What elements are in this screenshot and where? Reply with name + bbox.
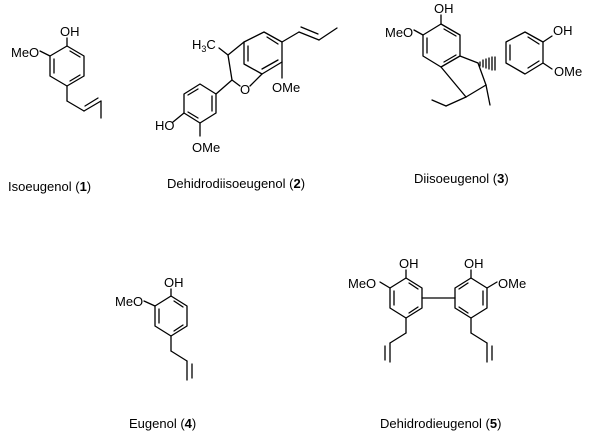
methyl-label: H3C <box>192 37 216 54</box>
cyclopentane-bond <box>465 84 487 98</box>
hashed-wedge-bond <box>479 56 496 71</box>
methoxy-label: OMe <box>498 276 526 291</box>
chain-double-bond <box>83 100 102 112</box>
ring-double-bond <box>187 111 199 119</box>
ring-double-bond <box>261 59 279 70</box>
benzene-ring <box>422 23 461 68</box>
hydroxyl-label: OH <box>553 23 573 38</box>
ring-double-bond <box>187 88 199 96</box>
methoxy-label: MeO <box>348 276 376 291</box>
furan-bond <box>249 73 263 87</box>
benzene-ring <box>505 31 544 75</box>
ring-double-bond <box>458 306 469 314</box>
ring-double-bond <box>527 36 540 45</box>
ring-double-bond <box>408 282 419 290</box>
benzene-ring <box>454 277 488 319</box>
methoxy-bond <box>413 29 424 36</box>
allyl-bond <box>470 332 488 344</box>
methoxy-label: OMe <box>272 80 300 95</box>
methoxy-bond <box>39 50 51 57</box>
hydroxyl-label: OH <box>60 24 80 39</box>
ring-double-bond <box>458 282 469 290</box>
hydroxyl-label: HO <box>155 118 175 133</box>
methoxy-bond <box>143 300 156 307</box>
ring-double-bond <box>443 28 457 37</box>
benzene-ring <box>154 295 188 337</box>
structure-isoeugenol: OH MeO <box>11 24 102 119</box>
caption-eugenol: Eugenol (4) <box>129 416 196 431</box>
ring-double-bond <box>266 36 279 45</box>
ring-double-bond <box>69 50 81 58</box>
hydroxyl-label: OH <box>399 256 419 271</box>
ring-double-bond <box>527 60 540 69</box>
structure-eugenol: OH MeO <box>115 275 193 381</box>
hydroxyl-label: OH <box>164 275 184 290</box>
caption-isoeugenol: Isoeugenol (1) <box>8 179 91 194</box>
structure-dehidrodiisoeugenol: O H3C OMe HO OMe <box>155 26 338 155</box>
cyclopentane-bond <box>477 62 487 86</box>
cyclopentane-bond <box>459 55 479 64</box>
chain-bond <box>66 100 85 112</box>
ring-double-bond <box>443 54 457 63</box>
methoxy-bond <box>486 281 498 289</box>
chain-double-bond <box>298 31 320 41</box>
hydroxyl-label: OH <box>434 1 454 16</box>
hydroxyl-bond <box>172 112 185 123</box>
methoxy-bond <box>379 281 391 289</box>
ethyl-bond <box>431 99 447 107</box>
benzene-ring <box>183 83 217 124</box>
caption-dehidrodiisoeugenol: Dehidrodiisoeugenol (2) <box>167 176 305 191</box>
cyclopentane-bond <box>440 66 467 98</box>
furan-bond <box>227 41 245 56</box>
allyl-bond <box>170 350 188 362</box>
furan-bond <box>227 54 233 81</box>
benzene-ring <box>389 277 423 319</box>
methoxy-label: OMe <box>554 64 582 79</box>
chain-bond <box>318 27 338 41</box>
methyl-bond <box>485 84 491 106</box>
methoxy-label: OMe <box>192 140 220 155</box>
structure-diisoeugenol: OH MeO OH OMe <box>385 1 582 107</box>
methyl-bond <box>218 47 229 56</box>
ethyl-bond <box>445 96 467 107</box>
methoxy-label: MeO <box>11 45 39 60</box>
furan-oxygen-label: O <box>240 82 250 97</box>
ring-double-bond <box>173 324 184 332</box>
chain-bond <box>281 31 300 43</box>
chain-double-bond <box>84 97 99 107</box>
furan-bond <box>231 79 241 87</box>
ring-double-bond <box>408 306 419 314</box>
ring-double-bond <box>173 300 184 308</box>
aryl-bond <box>215 79 233 95</box>
allyl-bond <box>389 332 407 344</box>
methoxy-bond <box>542 62 553 70</box>
benzene-ring <box>49 45 85 87</box>
methoxy-label: MeO <box>385 25 413 40</box>
caption-diisoeugenol: Diisoeugenol (3) <box>414 171 509 186</box>
caption-dehidrodieugenol: Dehidrodieugenol (5) <box>380 416 501 431</box>
chain-double-bond <box>300 26 319 35</box>
hydroxyl-label: OH <box>464 256 484 271</box>
ring-double-bond <box>69 74 81 82</box>
hydroxyl-bond <box>542 35 553 43</box>
structure-dehidrodieugenol: OH OH MeO OMe <box>348 256 526 363</box>
methoxy-label: MeO <box>115 294 143 309</box>
